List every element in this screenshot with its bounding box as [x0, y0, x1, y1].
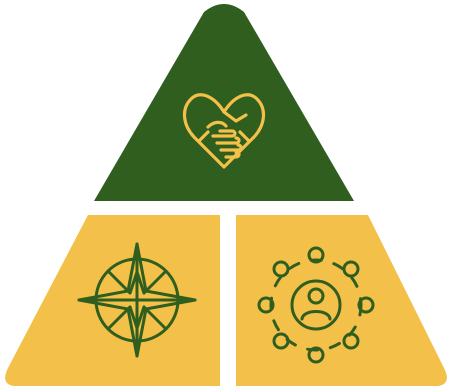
bottom-left-segment: [5, 215, 220, 386]
top-triangle: [94, 4, 354, 201]
top-segment: [94, 4, 354, 201]
person-network-icon: [257, 246, 375, 364]
bottom-right-trapezoid: [236, 215, 447, 386]
heart-handshake-icon: [183, 93, 265, 169]
bottom-right-segment: [236, 215, 447, 386]
compass-rose-icon: [77, 242, 197, 358]
